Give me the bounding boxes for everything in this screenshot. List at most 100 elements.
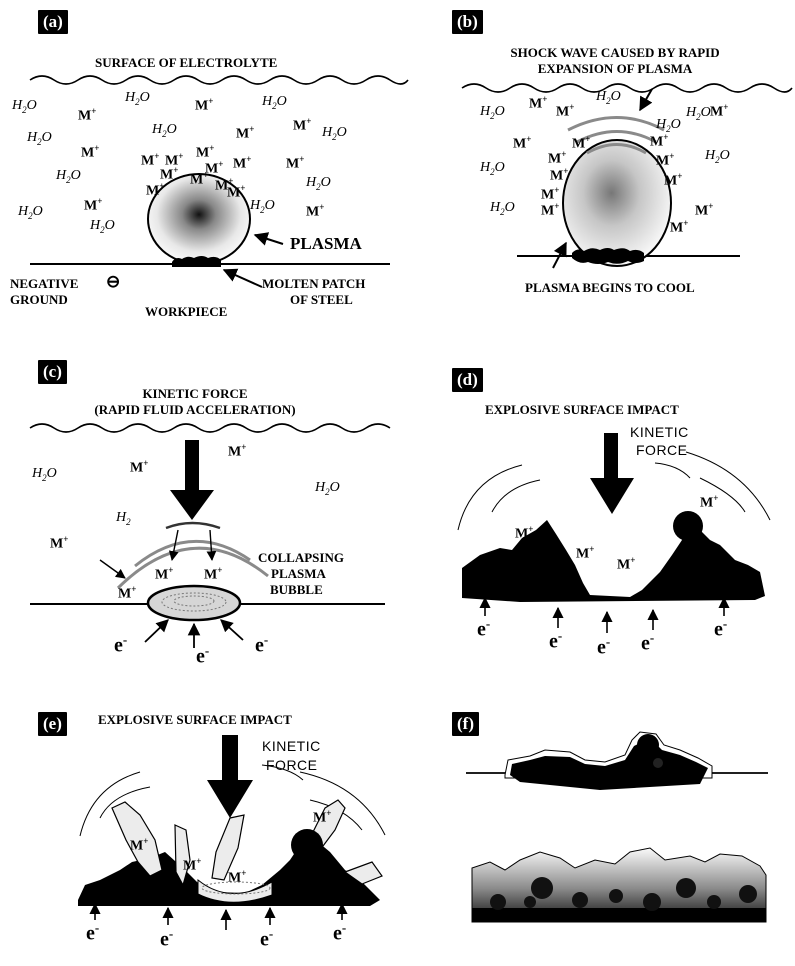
metal-ion-label: M+ [84, 196, 103, 214]
metal-ion-label: M+ [556, 102, 575, 120]
kinetic-force-label-1: KINETIC FORCE [142, 386, 248, 401]
metal-ion-label: M+ [50, 534, 69, 552]
electron-label: e- [86, 920, 100, 945]
metal-ion-label: M+ [118, 584, 137, 602]
crater-profile-d [462, 520, 765, 602]
water-molecule-label: H2O [125, 90, 150, 107]
metal-ion-label: M+ [576, 544, 595, 562]
metal-ion-label: M+ [190, 170, 209, 188]
water-molecule-label: H2O [56, 168, 81, 185]
kinetic-label-d: KINETIC [630, 424, 689, 440]
metal-ion-label: M+ [572, 134, 591, 152]
kinetic-arrow-head-d [590, 478, 634, 514]
crater-pool-e [197, 878, 273, 903]
kinetic-label-e: KINETIC [262, 738, 321, 754]
panel-b-badge: (b) [452, 10, 483, 34]
panel-f-badge: (f) [452, 712, 479, 736]
electron-label: e- [597, 634, 611, 659]
kinetic-arrow-shaft [185, 440, 199, 492]
collapsing-label-3: BUBBLE [270, 582, 323, 597]
panel-e-badge: (e) [38, 712, 67, 736]
plasma-begins-to-cool-label: PLASMA BEGINS TO COOL [525, 280, 695, 295]
water-molecule-label: H2O [480, 160, 505, 177]
fragment-5 [343, 861, 383, 885]
explosive-impact-label-e: EXPLOSIVE SURFACE IMPACT [98, 712, 292, 727]
metal-ion-label: M+ [141, 151, 160, 169]
metal-ion-label: M+ [529, 94, 548, 112]
collapsing-label-1: COLLAPSING [258, 550, 344, 565]
plasma-arrow [253, 232, 284, 246]
water-molecule-label: H2O [490, 200, 515, 217]
metal-ion-label: M+ [130, 458, 149, 476]
kinetic-arrow-head-e [207, 780, 253, 818]
metal-ion-label: M+ [513, 134, 532, 152]
workpiece-label: WORKPIECE [145, 304, 228, 319]
metal-ion-label: M+ [183, 856, 202, 874]
ejected-droplet-e [291, 829, 323, 861]
metal-ion-label: M+ [233, 154, 252, 172]
shock-arc-2 [576, 130, 657, 144]
water-molecule-label: H2O [18, 204, 43, 221]
molten-patch-b [572, 248, 644, 264]
explosive-impact-label-d: EXPLOSIVE SURFACE IMPACT [485, 402, 679, 417]
force-label-d: FORCE [636, 442, 688, 458]
metal-ion-label: M+ [700, 493, 719, 511]
shock-wave-label-1: SHOCK WAVE CAUSED BY RAPID [510, 45, 720, 60]
metal-ion-label: M+ [160, 165, 179, 183]
solidified-surface-f [510, 738, 708, 790]
electron-label: e- [160, 926, 174, 951]
panel-f-graphics [466, 731, 768, 923]
panel-e-graphics [78, 735, 386, 930]
molten-patch-label-1: MOLTEN PATCH [262, 276, 366, 291]
electron-label: e- [255, 632, 269, 657]
panel-a-badge: (a) [38, 10, 68, 34]
metal-ion-label: M+ [306, 202, 325, 220]
ejected-droplet-d [673, 511, 703, 541]
water-molecule-label: H2O [152, 122, 177, 139]
metal-ion-label: M+ [81, 143, 100, 161]
electrolyte-surface-wave-c [29, 423, 391, 433]
panel-b-graphics [461, 83, 793, 269]
metal-ion-label: M+ [195, 96, 214, 114]
hydrogen-label: H2 [116, 510, 131, 527]
metal-ion-label: M+ [204, 565, 223, 583]
metal-ion-label: M+ [228, 442, 247, 460]
water-molecule-label: H2O [705, 148, 730, 165]
metal-ion-label: M+ [650, 132, 669, 150]
metal-ion-label: M+ [313, 808, 332, 826]
negative-ground-label-1: NEGATIVE [10, 276, 79, 291]
metal-ion-label: M+ [196, 143, 215, 161]
fragment-1 [111, 801, 163, 877]
fragment-3 [211, 814, 245, 881]
metal-ion-label: M+ [146, 181, 165, 199]
metal-ion-label: M+ [550, 166, 569, 184]
electrolyte-surface-wave-b [461, 83, 793, 93]
electron-label: e- [333, 920, 347, 945]
metal-ion-label: M+ [710, 102, 729, 120]
water-molecule-label: H2O [262, 94, 287, 111]
molten-patch [172, 256, 221, 267]
collapse-arc-inner [165, 521, 221, 530]
water-molecule-label: H2O [656, 117, 681, 134]
metal-ion-label: M+ [293, 116, 312, 134]
electron-label: e- [114, 632, 128, 657]
metal-ion-label: M+ [286, 154, 305, 172]
metal-ion-label: M+ [664, 171, 683, 189]
metal-ion-label: M+ [227, 183, 246, 201]
panel-c-badge: (c) [38, 360, 67, 384]
panel-a-graphics [29, 75, 409, 288]
metal-ion-label: M+ [541, 201, 560, 219]
water-molecule-label: H2O [306, 175, 331, 192]
coating-layer-f [471, 847, 767, 923]
shock-arrow [639, 88, 653, 112]
kinetic-arrow-head [170, 490, 214, 520]
water-molecule-label: H2O [250, 198, 275, 215]
metal-ion-label: M+ [130, 836, 149, 854]
electron-label: e- [196, 643, 210, 668]
metal-ion-label: M+ [515, 524, 534, 542]
water-molecule-label: H2O [27, 130, 52, 147]
electron-label: e- [714, 616, 728, 641]
water-molecule-label: H2O [480, 104, 505, 121]
metal-ion-label: M+ [236, 124, 255, 142]
